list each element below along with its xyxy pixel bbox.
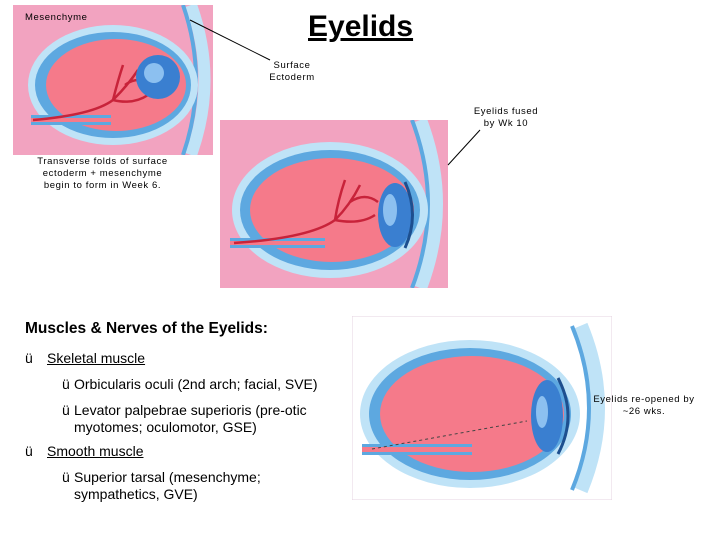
checkmark-icon: ü bbox=[62, 376, 70, 392]
label-mesenchyme: Mesenchyme bbox=[25, 12, 88, 23]
page-title: Eyelids bbox=[308, 10, 414, 43]
checkmark-icon: ü bbox=[62, 469, 70, 485]
eye-figure-week26 bbox=[352, 316, 612, 500]
label-surface-ectoderm: Surface Ectoderm bbox=[269, 60, 315, 83]
label-transverse-folds: Transverse folds of surface ectoderm + m… bbox=[37, 156, 168, 191]
checkmark-icon: ü bbox=[25, 443, 33, 459]
label-eyelids-reopened: Eyelids re-opened by ~26 wks. bbox=[593, 394, 695, 417]
checkmark-icon: ü bbox=[62, 402, 70, 418]
checkmark-icon: ü bbox=[25, 350, 33, 366]
label-eyelids-fused: Eyelids fused by Wk 10 bbox=[473, 106, 539, 129]
section-heading: Muscles & Nerves of the Eyelids: bbox=[25, 320, 268, 337]
eye-figure-week10 bbox=[220, 120, 448, 288]
eye-figure-week6 bbox=[13, 5, 213, 155]
